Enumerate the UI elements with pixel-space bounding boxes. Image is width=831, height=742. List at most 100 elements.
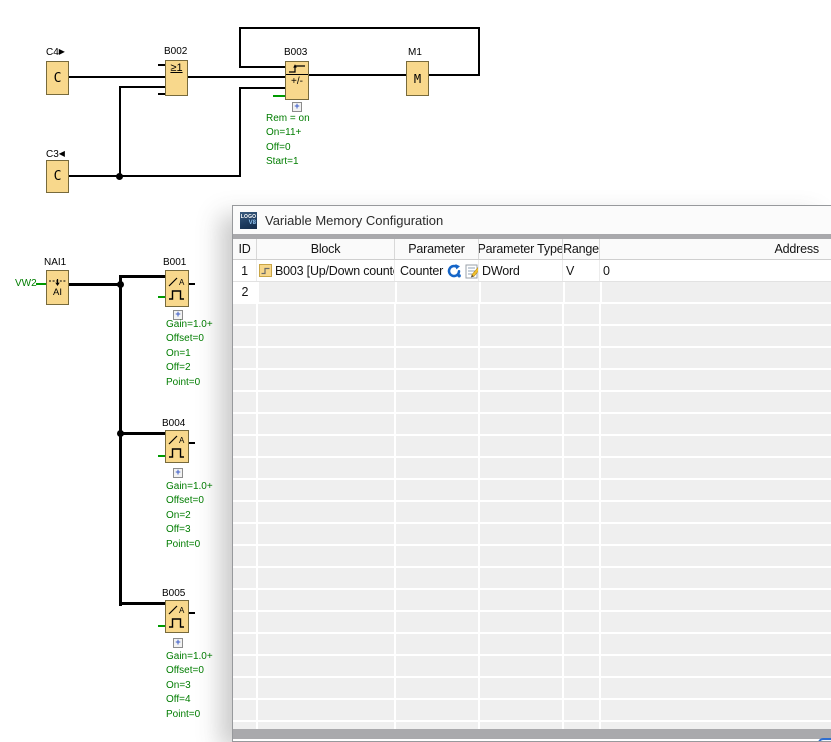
wire-c3-out[interactable] bbox=[69, 175, 241, 177]
wire-c3-b003-horizontal[interactable] bbox=[239, 87, 285, 89]
svg-text:A: A bbox=[179, 278, 185, 287]
parameter-type-cell-empty[interactable] bbox=[479, 282, 563, 302]
wire-feedback-left[interactable] bbox=[239, 27, 241, 68]
block-c3[interactable]: C bbox=[46, 160, 69, 193]
block-b002-or[interactable]: ≥1 bbox=[165, 60, 188, 96]
block-nai1-network-analog-input[interactable]: AI bbox=[46, 270, 69, 305]
param-line: Gain=1.0+ bbox=[166, 650, 213, 664]
analog-input-glyph: AI bbox=[53, 287, 62, 298]
wire-to-b004[interactable] bbox=[119, 432, 165, 435]
block-b005-analog-trigger[interactable]: A bbox=[165, 600, 189, 633]
block-b004-analog-trigger[interactable]: A bbox=[165, 430, 189, 463]
junction-dot bbox=[117, 281, 124, 288]
block-parameters-b001: Gain=1.0+ Offset=0 On=1 Off=2 Point=0 bbox=[166, 318, 213, 390]
analog-param-stub[interactable] bbox=[158, 625, 165, 627]
logo-app-icon: LOGO V8 bbox=[240, 212, 257, 229]
expand-parameters-button[interactable]: + bbox=[292, 102, 302, 112]
table-row[interactable]: 2 bbox=[233, 282, 831, 304]
analog-param-stub[interactable] bbox=[158, 455, 165, 457]
column-header-range: Range bbox=[563, 239, 600, 259]
wire-feedback-right[interactable] bbox=[478, 27, 480, 76]
ok-button[interactable] bbox=[818, 738, 831, 742]
wire-c4-b002[interactable] bbox=[69, 76, 165, 78]
output-stub[interactable] bbox=[188, 442, 195, 444]
column-header-block: Block bbox=[257, 239, 395, 259]
wire-b002-b003[interactable] bbox=[188, 76, 285, 78]
table-row[interactable]: 1 B003 [Up/Down counter] Counter bbox=[233, 260, 831, 282]
refresh-parameter-icon[interactable] bbox=[446, 263, 462, 279]
output-stub[interactable] bbox=[188, 612, 195, 614]
block-parameters-b005: Gain=1.0+ Offset=0 On=3 Off=4 Point=0 bbox=[166, 650, 213, 722]
param-line: Offset=0 bbox=[166, 494, 213, 508]
input-stub[interactable] bbox=[158, 93, 165, 95]
wire-c3-b002-horizontal[interactable] bbox=[119, 86, 165, 88]
block-b001-analog-trigger[interactable]: A bbox=[165, 270, 189, 307]
output-connector-arrow-icon: ▶ bbox=[59, 47, 65, 56]
param-line: Off=0 bbox=[266, 141, 310, 155]
block-c4[interactable]: C bbox=[46, 61, 69, 95]
network-input-label: VW2 bbox=[15, 278, 37, 289]
svg-text:A: A bbox=[179, 606, 185, 615]
block-m1-marker[interactable]: M bbox=[406, 61, 429, 96]
param-line: On=1 bbox=[166, 347, 213, 361]
parameter-type-cell[interactable]: DWord bbox=[479, 260, 563, 281]
parameter-cell-empty[interactable] bbox=[395, 282, 479, 302]
wire-feedback-b003[interactable] bbox=[239, 66, 285, 68]
block-b003-updown-counter[interactable]: +/- bbox=[285, 61, 309, 100]
param-line: Point=0 bbox=[166, 708, 213, 722]
param-line: Off=3 bbox=[166, 523, 213, 537]
expand-parameters-button[interactable]: + bbox=[173, 638, 183, 648]
block-label-b005: B005 bbox=[162, 588, 185, 599]
address-cell-empty[interactable] bbox=[600, 282, 831, 302]
marker-glyph: M bbox=[414, 72, 421, 86]
or-gate-glyph: ≥1 bbox=[170, 62, 182, 74]
range-cell-empty[interactable] bbox=[563, 282, 600, 302]
block-label-b002: B002 bbox=[164, 46, 187, 57]
output-stub[interactable] bbox=[188, 283, 195, 285]
row-id: 2 bbox=[233, 282, 257, 302]
analog-param-stub[interactable] bbox=[158, 296, 165, 298]
wire-feedback-top[interactable] bbox=[239, 27, 480, 29]
wire-c3-b002-vertical[interactable] bbox=[119, 86, 121, 176]
row-id: 1 bbox=[233, 260, 257, 281]
block-parameters-b003: Rem = on On=11+ Off=0 Start=1 bbox=[266, 112, 310, 170]
block-label-c3: C3◀ bbox=[46, 149, 65, 160]
counter-glyph: C bbox=[54, 169, 62, 184]
param-line: Point=0 bbox=[166, 538, 213, 552]
address-cell[interactable]: 0 bbox=[600, 260, 831, 281]
analog-threshold-icon: A bbox=[167, 276, 187, 302]
updown-counter-symbol: +/- bbox=[286, 62, 308, 99]
wire-analog-bus-vertical[interactable] bbox=[119, 275, 122, 606]
wire-to-b005[interactable] bbox=[119, 602, 165, 605]
analog-threshold-icon: A bbox=[167, 434, 187, 460]
param-line: Rem = on bbox=[266, 112, 310, 126]
parameter-cell-text: Counter bbox=[397, 264, 443, 278]
dialog-titlebar[interactable]: LOGO V8 Variable Memory Configuration bbox=[233, 206, 831, 234]
wire-m1-out[interactable] bbox=[428, 74, 480, 76]
block-cell-empty[interactable] bbox=[257, 282, 395, 302]
wire-to-b001[interactable] bbox=[119, 275, 165, 278]
updown-counter-block-icon bbox=[259, 264, 272, 277]
expand-parameters-button[interactable]: + bbox=[173, 468, 183, 478]
block-cell[interactable]: B003 [Up/Down counter] bbox=[257, 260, 395, 281]
wire-b003-m1[interactable] bbox=[308, 74, 406, 76]
param-line: Offset=0 bbox=[166, 664, 213, 678]
parameter-cell[interactable]: Counter bbox=[395, 260, 479, 281]
block-label-m1: M1 bbox=[408, 47, 422, 58]
wire-c3-b003-vertical[interactable] bbox=[239, 87, 241, 177]
dialog-title: Variable Memory Configuration bbox=[265, 213, 443, 228]
network-input-stub[interactable] bbox=[36, 283, 46, 285]
block-label-b001: B001 bbox=[163, 257, 186, 268]
block-parameters-b004: Gain=1.0+ Offset=0 On=2 Off=3 Point=0 bbox=[166, 480, 213, 552]
param-line: Gain=1.0+ bbox=[166, 480, 213, 494]
input-stub[interactable] bbox=[158, 64, 165, 66]
edit-parameter-icon[interactable] bbox=[465, 263, 479, 279]
block-label-nai1: NAI1 bbox=[44, 257, 66, 268]
counter-glyph: C bbox=[54, 71, 62, 86]
range-cell[interactable]: V bbox=[563, 260, 600, 281]
wire-nai1-out[interactable] bbox=[68, 283, 121, 286]
param-line: On=3 bbox=[166, 679, 213, 693]
junction-dot bbox=[117, 430, 124, 437]
analog-param-stub[interactable] bbox=[273, 95, 285, 97]
block-label-c4: C4▶ bbox=[46, 47, 65, 58]
